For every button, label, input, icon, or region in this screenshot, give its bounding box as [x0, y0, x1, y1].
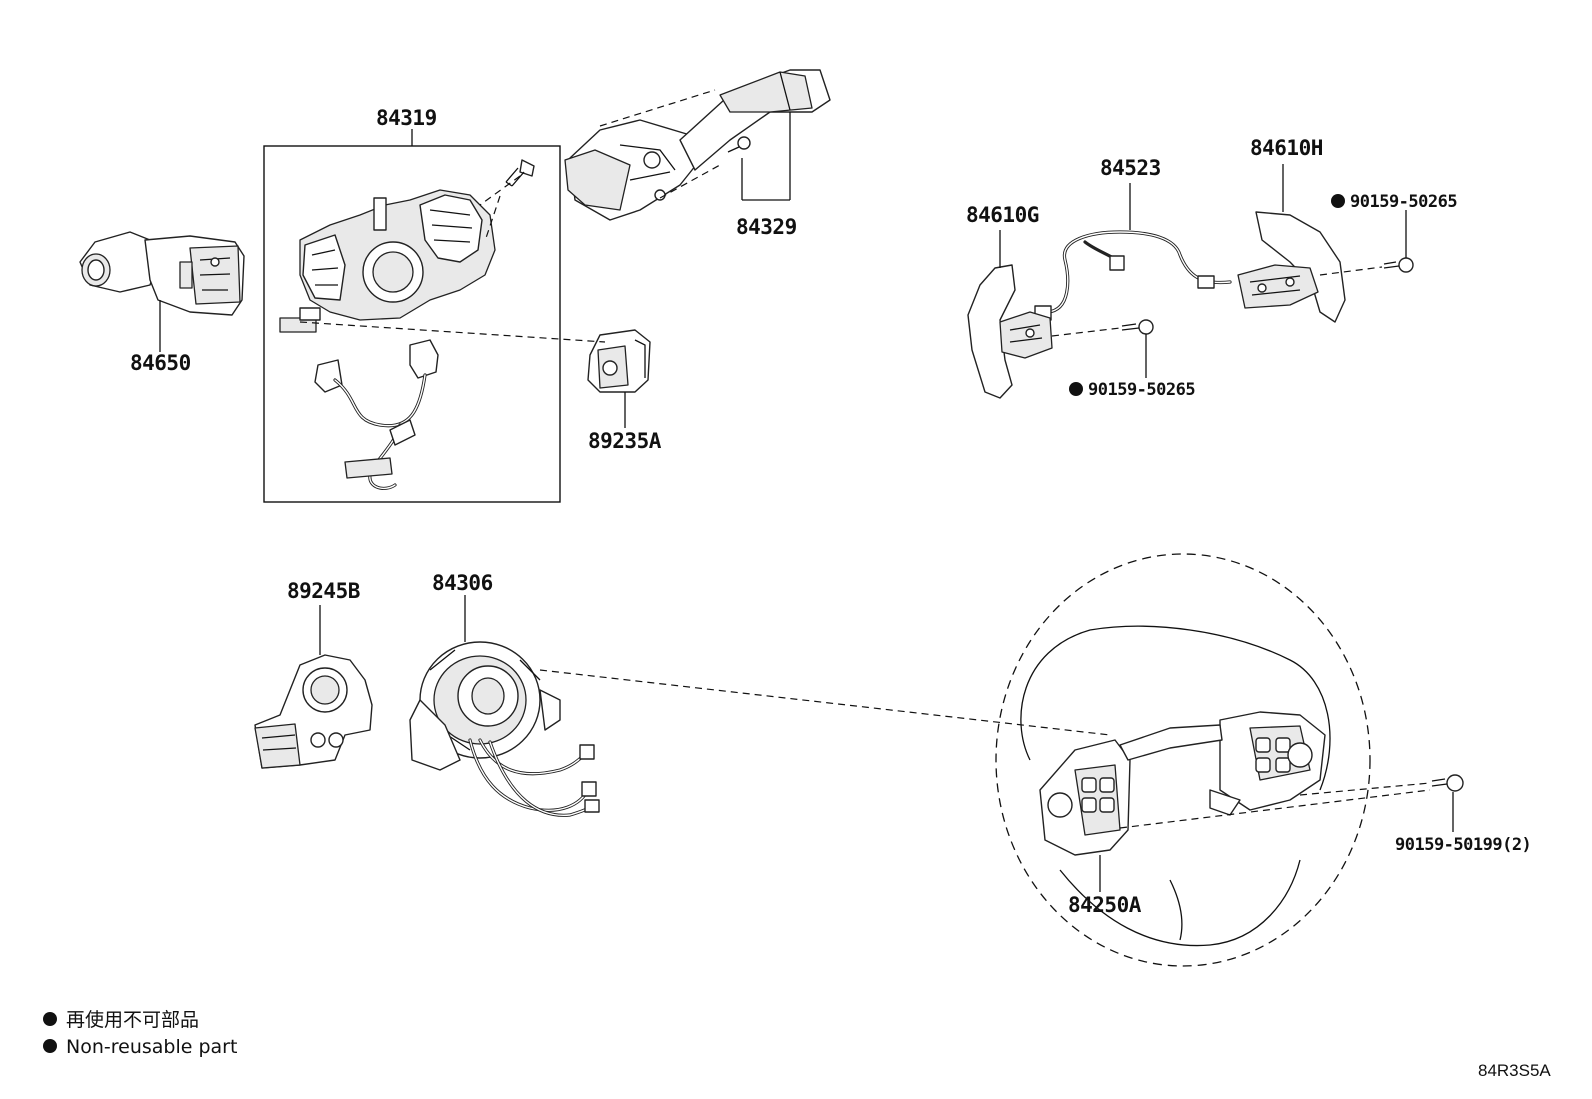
paddle-wire-harness: [1034, 183, 1232, 321]
wiper-switch: [79, 231, 245, 352]
screw-90159-50265-lower: [1051, 319, 1154, 396]
label-84610h: 84610H: [1250, 136, 1323, 160]
legend: 再使用不可部品 Non-reusable part: [43, 1009, 237, 1058]
combination-switch-assembly: [263, 129, 561, 503]
legend-bullet-icon: [43, 1012, 57, 1026]
steering-wheel: [995, 553, 1464, 967]
label-84523: 84523: [1100, 156, 1161, 180]
steering-angle-sensor: [254, 605, 373, 769]
label-84319: 84319: [376, 106, 437, 130]
label-84329: 84329: [736, 215, 797, 239]
sensor-89235a: [299, 321, 651, 428]
right-paddle-shifter: [1237, 164, 1346, 323]
screw-90159-50199: [1119, 774, 1464, 832]
legend-bullet-icon: [43, 1039, 57, 1053]
legend-line-2: Non-reusable part: [66, 1036, 237, 1058]
non-reusable-marker: [1331, 194, 1345, 208]
legend-line-1: 再使用不可部品: [66, 1009, 199, 1031]
label-90159-50265-upper: 90159-50265: [1350, 192, 1457, 212]
label-90159-50199: 90159-50199(2): [1395, 835, 1531, 855]
diagram-code: 84R3S5A: [1478, 1061, 1551, 1080]
bolt-icon: [505, 159, 535, 187]
non-reusable-marker: [1069, 382, 1083, 396]
left-paddle-shifter: [967, 230, 1053, 399]
label-84610g: 84610G: [966, 203, 1039, 227]
screw-90159-50265-upper: [1319, 194, 1414, 276]
label-89235a: 89235A: [588, 429, 662, 453]
screw-icon: [727, 136, 751, 153]
label-84250a: 84250A: [1068, 893, 1142, 917]
steering-wheel-outline: [995, 553, 1371, 967]
spiral-cable: [409, 595, 1111, 817]
label-84650: 84650: [130, 351, 191, 375]
turn-signal-lever: [564, 69, 831, 221]
label-90159-50265-lower: 90159-50265: [1088, 380, 1195, 400]
label-84306: 84306: [432, 571, 493, 595]
label-89245b: 89245B: [287, 579, 360, 603]
